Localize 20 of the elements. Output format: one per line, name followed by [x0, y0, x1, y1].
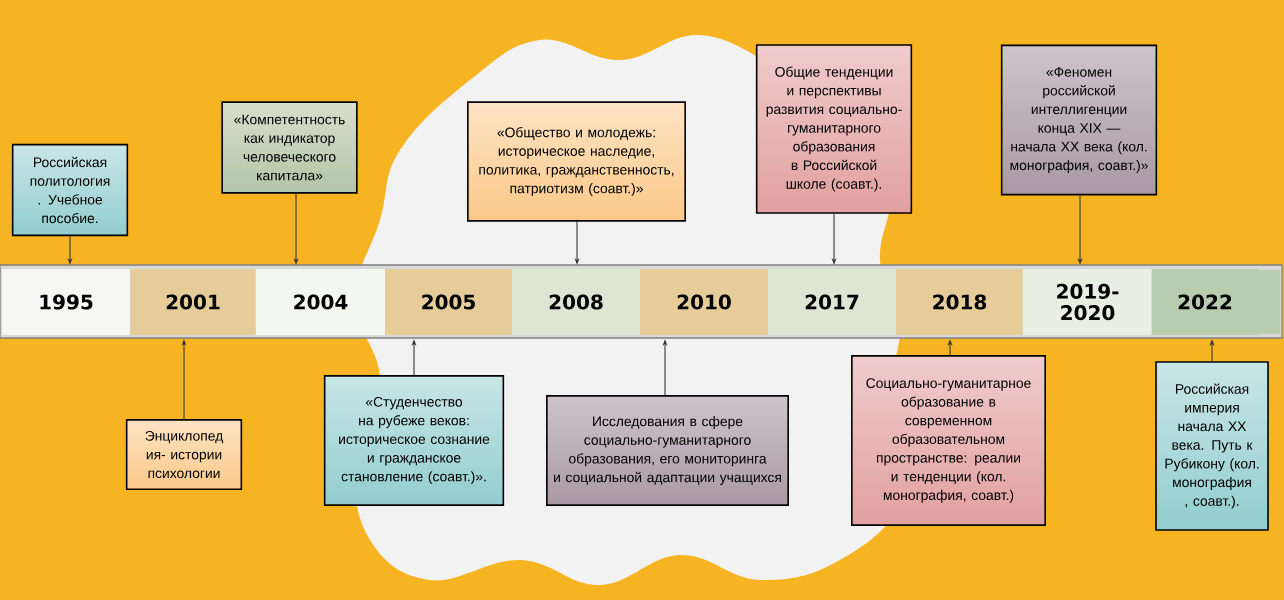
- text-box: Российская политология . Учебное пособие.: [11, 143, 129, 237]
- year-segment: 2010: [640, 269, 768, 335]
- year-segment: 2004: [255, 269, 386, 335]
- year-segment: 2017: [768, 269, 896, 335]
- year-segment: 2018: [896, 269, 1023, 335]
- text-box: Российская империя начала XX века. Путь к Рубикону (кол. монография , соавт.).: [1155, 361, 1269, 531]
- text-box: Энциклопед ия- истории психологии: [125, 419, 243, 490]
- text-box: «Компетентность как индикатор человеческого капитала»: [221, 101, 358, 194]
- node-label: 2022: [1178, 294, 1232, 310]
- year-segment: 2019- 2020: [1022, 269, 1153, 335]
- year-segment: 1995: [2, 269, 130, 335]
- year-segment: 2008: [512, 269, 640, 335]
- text-box: Общие тенденции и перспективы развития социально-гуманитарного образования в Российской школе (соавт.).: [755, 44, 913, 214]
- text-box: «Студенчество на рубеже веков: историческое сознание и гражданское становление (соавт.)».: [323, 375, 505, 506]
- text-box: Социально-гуманитарное образование в современном образовательном пространстве: реалии и тенденции (кол. монография, соавт.): [851, 355, 1046, 526]
- text-box: Исследования в сфере социально-гуманитарного образования, его мониторинга и социальной адаптации учащихся: [546, 395, 789, 506]
- text-box: «Феномен российской интеллигенции конца XIX — начала XX века (кол. монография, соавт.)»: [1000, 44, 1158, 196]
- text-box: «Общество и молодежь: историческое наследие, политика, гражданственность, патриотизм (соавт.)»: [467, 101, 686, 222]
- year-segment: 2001: [130, 269, 256, 335]
- year-segment: 2005: [385, 269, 512, 335]
